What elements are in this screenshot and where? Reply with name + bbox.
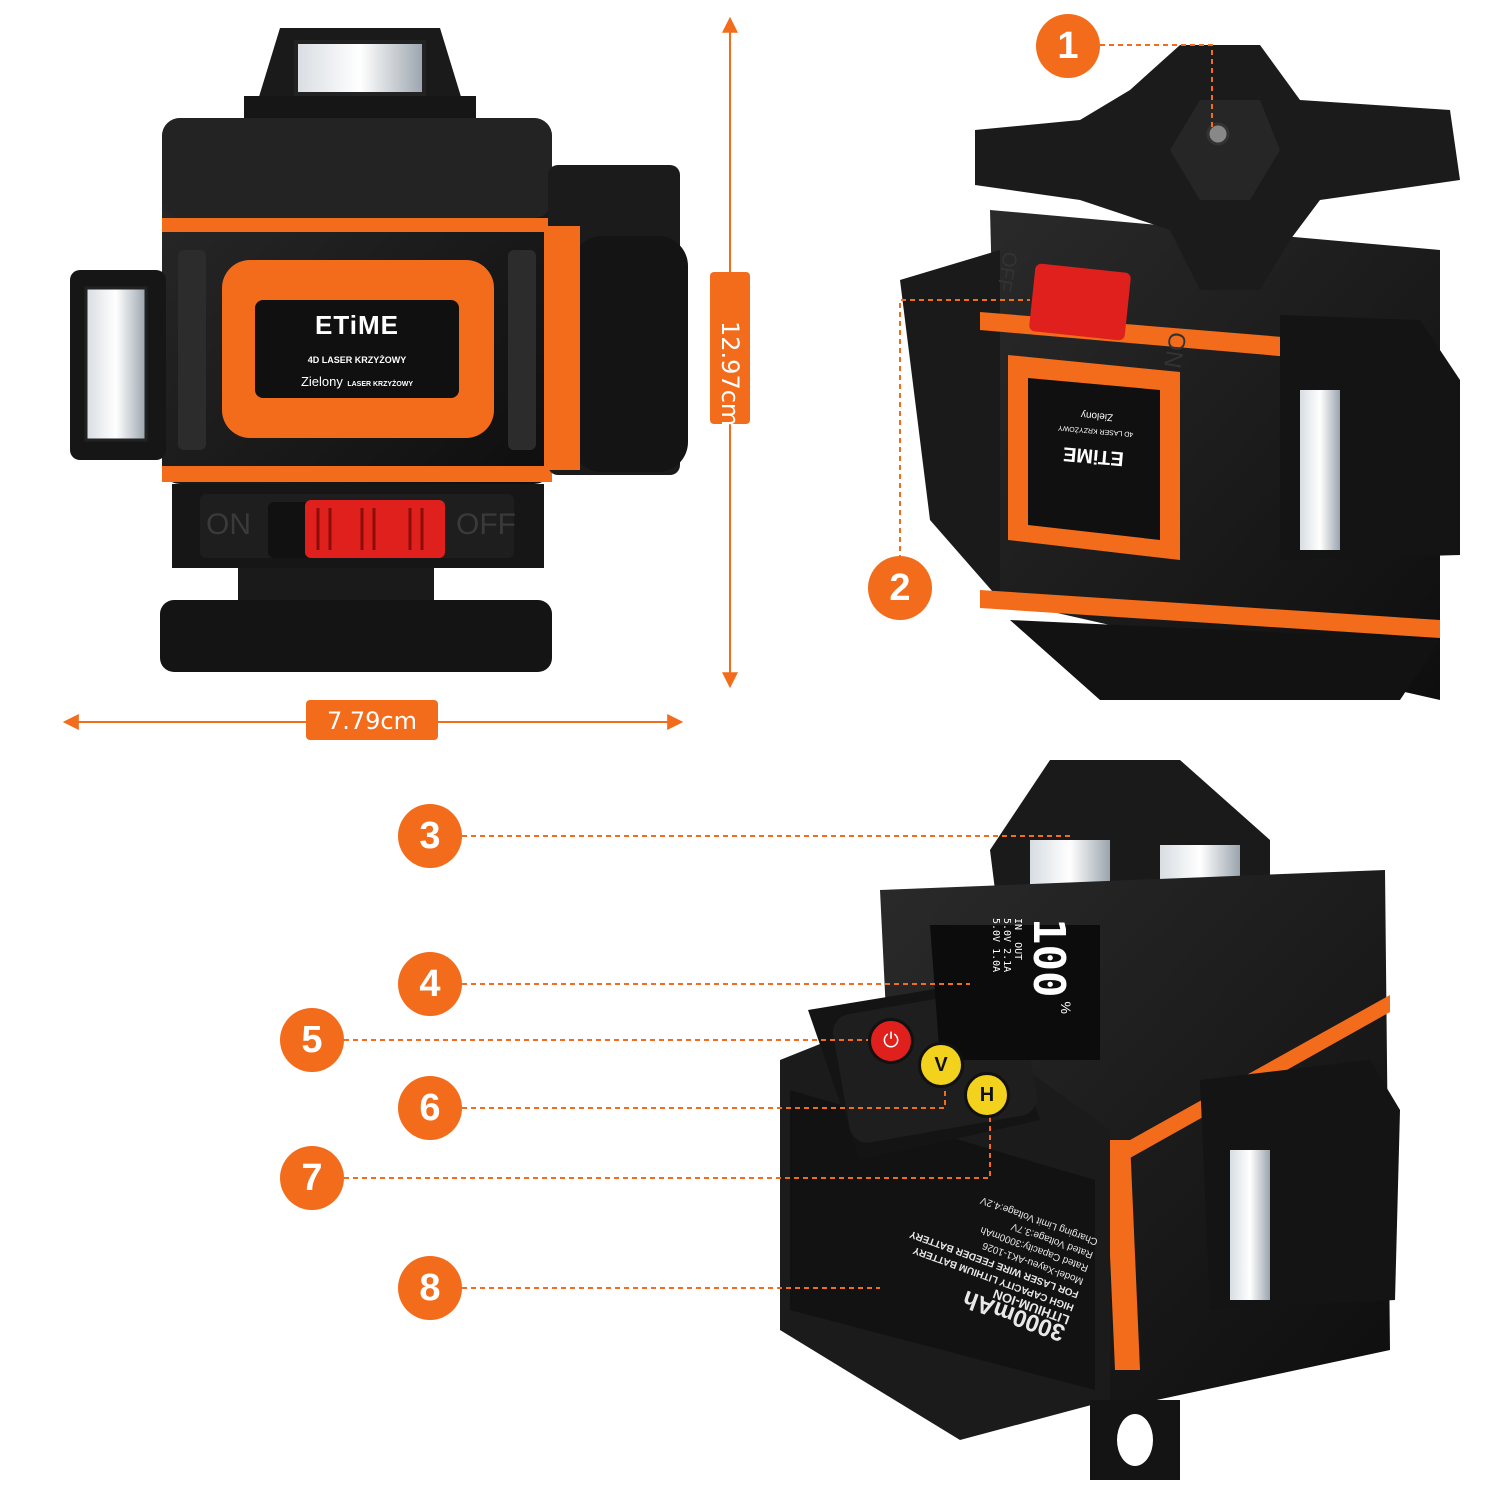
- angled-view: [900, 45, 1460, 700]
- callout-number-1: 1: [1057, 25, 1079, 67]
- callout-number-4: 4: [419, 963, 441, 1005]
- callout-number-7: 7: [301, 1157, 323, 1199]
- switch-on-label: ON: [206, 508, 251, 541]
- display-out: OUT: [1012, 942, 1023, 961]
- callout-number-2: 2: [889, 567, 911, 609]
- horizontal-laser-button[interactable]: H: [964, 1072, 1010, 1118]
- callout-badge-5: 5: [280, 1008, 344, 1072]
- callout-number-6: 6: [419, 1087, 441, 1129]
- callout-badge-8: 8: [398, 1256, 462, 1320]
- switch-off-label: OFF: [456, 508, 516, 541]
- angled-label-line1: 4D LASER KRZYŻOWY: [1057, 423, 1134, 438]
- angled-brand-label: ETiME 4D LASER KRZYŻOWY Zielony: [1038, 405, 1153, 471]
- callout-number-3: 3: [419, 815, 441, 857]
- power-button[interactable]: ⏻: [868, 1018, 914, 1064]
- label-line2: Zielony LASER KRZYŻOWY: [255, 373, 459, 391]
- callout-number-5: 5: [301, 1019, 323, 1061]
- display-rating2: 5.0V 1.0A: [990, 918, 1001, 973]
- horizontal-label: H: [979, 1084, 995, 1106]
- callout-badge-2: 2: [868, 556, 932, 620]
- label-line2-main: Zielony: [300, 374, 343, 389]
- front-view: [70, 28, 688, 672]
- callout-badge-3: 3: [398, 804, 462, 868]
- display-in: IN: [1012, 918, 1023, 931]
- height-dimension-label: 12.97cm: [715, 321, 745, 426]
- display-percent-sign: %: [1058, 1001, 1074, 1014]
- callout-badge-1: 1: [1036, 14, 1100, 78]
- dimension-arrows: [62, 16, 750, 740]
- vertical-laser-button[interactable]: V: [918, 1042, 964, 1088]
- display-rating1: 5.0V 2.1A: [1001, 918, 1012, 973]
- callout-badge-4: 4: [398, 952, 462, 1016]
- callout-number-8: 8: [419, 1267, 441, 1309]
- front-brand-label: ETiME 4D LASER KRZYŻOWY Zielony LASER KR…: [255, 310, 459, 391]
- power-icon: ⏻: [883, 1030, 899, 1052]
- callout-badge-7: 7: [280, 1146, 344, 1210]
- vertical-label: V: [934, 1054, 948, 1076]
- display-percent: 100: [1023, 918, 1074, 998]
- battery-display: 100 % IN OUT 5.0V 2.1A 5.0V 1.0A: [964, 918, 1074, 1068]
- width-dimension-text: 7.79cm: [326, 707, 417, 735]
- height-dimension-text: 12.97cm: [716, 321, 744, 427]
- battery-view: [780, 760, 1400, 1480]
- label-line2-small: LASER KRZYŻOWY: [347, 381, 414, 388]
- brand-name: ETiME: [315, 310, 399, 340]
- width-dimension-label: 7.79cm: [306, 704, 438, 738]
- callout-badge-6: 6: [398, 1076, 462, 1140]
- label-line1: 4D LASER KRZYŻOWY: [307, 355, 407, 365]
